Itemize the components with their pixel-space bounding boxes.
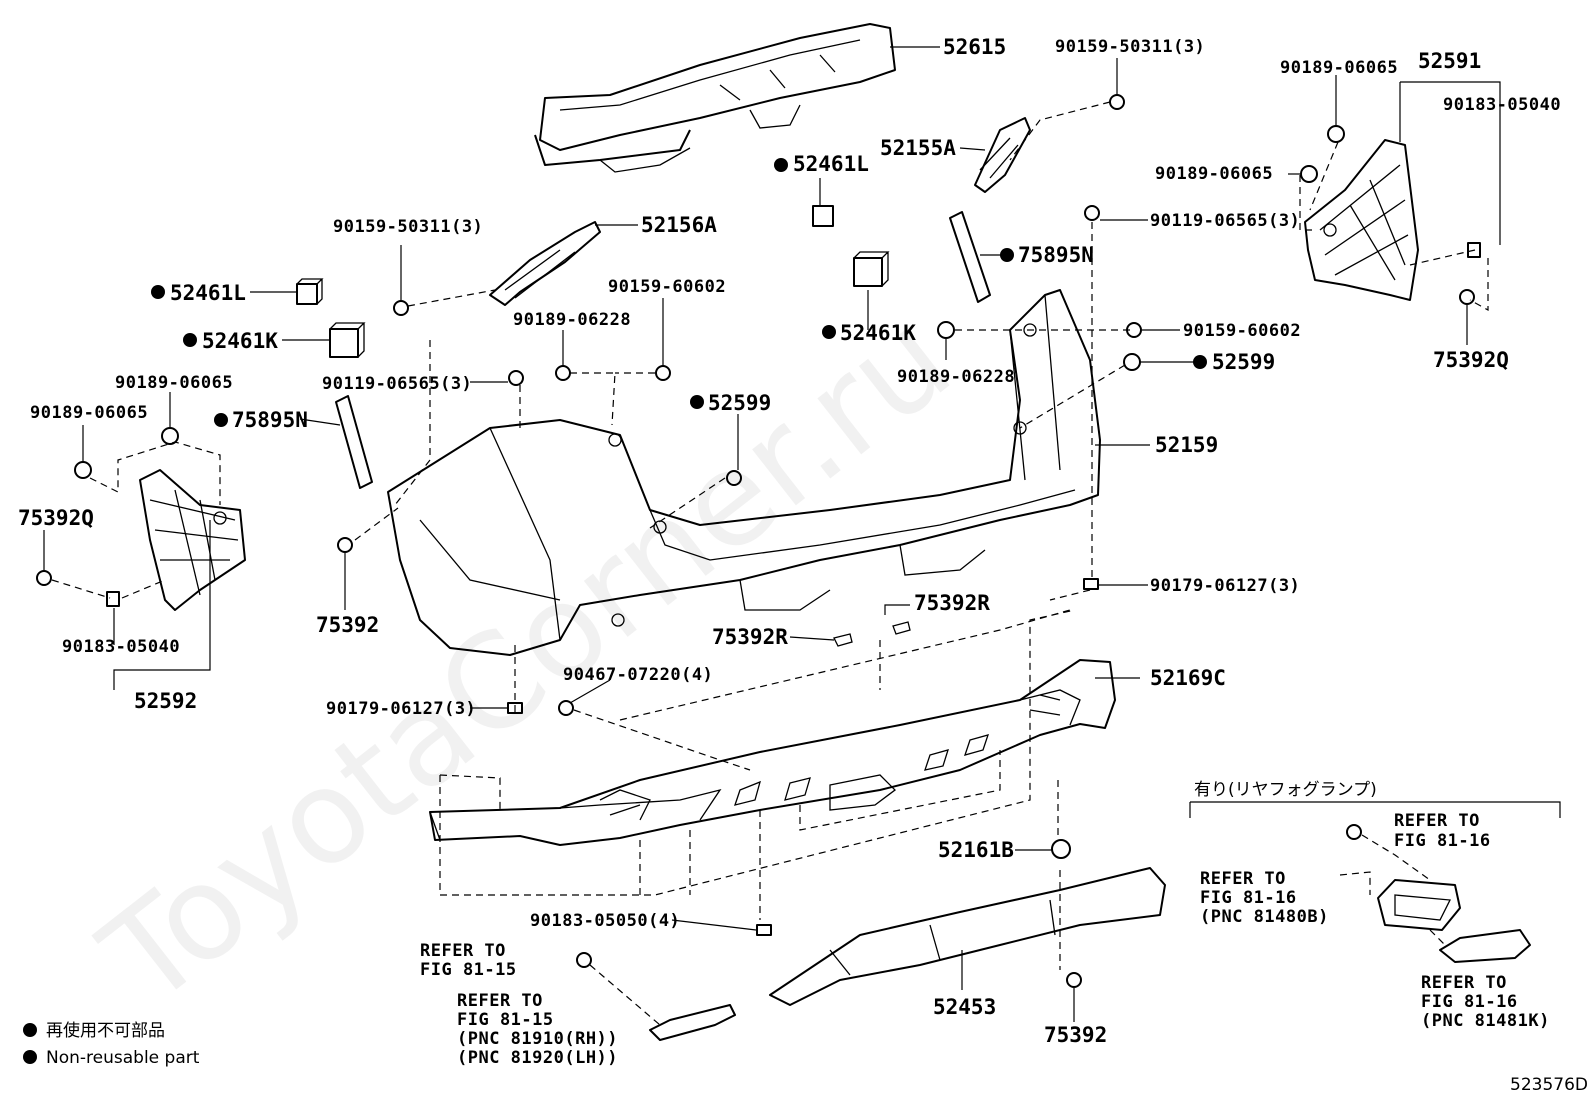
label-90183-05040-left: 90183-05040 — [62, 637, 180, 657]
label-52461K-left: 52461K — [202, 329, 278, 353]
refer-81-15-b-line2: FIG 81-15 — [457, 1010, 554, 1030]
label-52461K-mid: 52461K — [840, 321, 916, 345]
refer-notes: REFER TO FIG 81-15 REFER TO FIG 81-15 (P… — [420, 811, 1550, 1068]
label-52599-left: 52599 — [708, 391, 771, 415]
refer-81-15-b-line1: REFER TO — [457, 991, 543, 1011]
non-reusable-markers — [23, 158, 1207, 1064]
refer-81-16-b-line3: (PNC 81480B) — [1200, 907, 1329, 927]
label-90467-07220: 90467-07220(4) — [563, 665, 713, 685]
label-75895N-right: 75895N — [1018, 243, 1094, 267]
bracket-52592-drawing — [139, 469, 246, 611]
label-90119-06565-r: 90119-06565(3) — [1150, 211, 1300, 231]
label-75392R-2: 75392R — [712, 625, 788, 649]
pad-52461L-left-drawing — [296, 278, 324, 305]
refer-81-16-c-line3: (PNC 81481K) — [1421, 1011, 1550, 1031]
refer-81-15-b-line3: (PNC 81910(RH)) — [457, 1029, 618, 1049]
bracket-52591-drawing — [1304, 139, 1419, 301]
pad-52461K-mid-drawing — [853, 251, 890, 287]
label-52169C: 52169C — [1150, 666, 1226, 690]
label-90189-06228-left: 90189-06228 — [513, 310, 631, 330]
label-75392-bottom: 75392 — [1044, 1023, 1107, 1047]
label-52615: 52615 — [943, 35, 1006, 59]
label-90183-05050: 90183-05050(4) — [530, 911, 680, 931]
legend-japanese: 再使用不可部品 — [46, 1020, 165, 1041]
label-90179-06127-left: 90179-06127(3) — [326, 699, 476, 719]
label-90159-50311-left: 90159-50311(3) — [333, 217, 483, 237]
bracket-52156A-drawing — [489, 221, 601, 306]
strip-75895N-left-drawing — [335, 395, 373, 489]
reinforcement-52615-drawing — [534, 23, 896, 173]
label-90189-06065-left1: 90189-06065 — [115, 373, 233, 393]
label-52461L-left: 52461L — [170, 281, 246, 305]
label-52591: 52591 — [1418, 49, 1481, 73]
label-52161B: 52161B — [938, 838, 1014, 862]
leader-lines — [43, 46, 1561, 1022]
label-75392Q-left: 75392Q — [18, 506, 94, 530]
label-90179-06127-right: 90179-06127(3) — [1150, 576, 1300, 596]
refer-81-15-a-line2: FIG 81-15 — [420, 960, 517, 980]
label-90189-06065-tr: 90189-06065 — [1280, 58, 1398, 78]
bumper-cover-52159-drawing — [387, 289, 1101, 656]
label-52159: 52159 — [1155, 433, 1218, 457]
option-box-title: 有り(リヤフォグランプ) — [1194, 780, 1377, 800]
refer-81-16-b-line1: REFER TO — [1200, 869, 1286, 889]
label-75392-left: 75392 — [316, 613, 379, 637]
refer-81-16-a-line1: REFER TO — [1394, 811, 1480, 831]
label-90159-60602-left: 90159-60602 — [608, 277, 726, 297]
lower-grille-52169C-drawing — [429, 659, 1116, 846]
label-90159-50311-top: 90159-50311(3) — [1055, 37, 1205, 57]
label-52156A: 52156A — [641, 213, 717, 237]
diagram-code: 523576D — [1510, 1075, 1588, 1095]
reflector-81910-drawing — [649, 1004, 736, 1041]
label-90189-06065-tr2: 90189-06065 — [1155, 164, 1273, 184]
refer-81-16-a-line2: FIG 81-16 — [1394, 831, 1491, 851]
label-90189-06065-left2: 90189-06065 — [30, 403, 148, 423]
refer-81-15-b-line4: (PNC 81920(LH)) — [457, 1048, 618, 1068]
label-75895N-left: 75895N — [232, 408, 308, 432]
label-52155A: 52155A — [880, 136, 956, 160]
part-labels: 52615 90159-50311(3) 52155A 52461L 52591… — [18, 35, 1561, 1047]
legend-english: Non-reusable part — [46, 1048, 200, 1068]
label-75392Q-right: 75392Q — [1433, 348, 1509, 372]
label-52599-right: 52599 — [1212, 350, 1275, 374]
label-52453: 52453 — [933, 995, 996, 1019]
refer-81-16-c-line1: REFER TO — [1421, 973, 1507, 993]
fog-lamp-81480B-drawing — [1377, 879, 1461, 931]
label-90183-05040-tr: 90183-05040 — [1443, 95, 1561, 115]
label-90119-06565-left: 90119-06565(3) — [322, 374, 472, 394]
refer-81-16-b-line2: FIG 81-16 — [1200, 888, 1297, 908]
label-90189-06228-right: 90189-06228 — [897, 367, 1015, 387]
strip-75895N-right-drawing — [949, 211, 991, 303]
refer-81-16-c-line2: FIG 81-16 — [1421, 992, 1518, 1012]
label-90159-60602-right: 90159-60602 — [1183, 321, 1301, 341]
bracket-52155A-drawing — [974, 117, 1031, 193]
label-52461L-top: 52461L — [793, 152, 869, 176]
label-52592: 52592 — [134, 689, 197, 713]
fog-lamp-81481K-drawing — [1439, 929, 1531, 963]
refer-81-15-a-line1: REFER TO — [420, 941, 506, 961]
assembly-dashed-lines — [51, 101, 1489, 1026]
pad-52461L-top-drawing — [812, 205, 834, 227]
pad-52461K-left-drawing — [329, 322, 366, 358]
label-75392R-1: 75392R — [914, 591, 990, 615]
diffuser-52453-drawing — [769, 867, 1166, 1006]
